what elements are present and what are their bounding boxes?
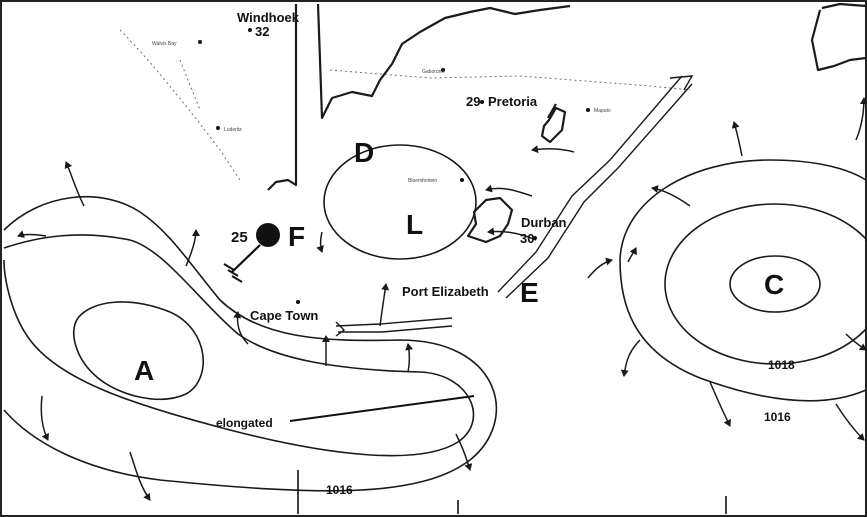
label-e: E (520, 277, 539, 308)
coastline (267, 3, 571, 191)
border-line (179, 59, 201, 111)
wind-arrow (651, 185, 691, 207)
city-port-elizabeth: Port Elizabeth (402, 284, 489, 299)
city-dot (216, 126, 220, 130)
wind-arrow (587, 257, 613, 279)
annotation-elongated: elongated (216, 416, 273, 430)
wind-arrow (405, 343, 414, 373)
high-a-isobar-1016 (3, 195, 497, 492)
label-f: F (288, 221, 305, 252)
high-a-isobar-inner (73, 301, 204, 401)
city-windhoek: Windhoek (237, 10, 300, 25)
isobar-label-left-1016: 1016 (326, 483, 353, 497)
city-gaborone: Gaborone (422, 69, 444, 75)
wind-arrow (129, 451, 151, 501)
low-pressure-isobar (323, 144, 477, 260)
east-coast (547, 103, 557, 119)
city-dot (480, 100, 484, 104)
city-pretoria: Pretoria (488, 94, 538, 109)
lesotho-outline (466, 196, 514, 244)
trough-arrow-line (505, 83, 693, 299)
wind-arrow (709, 381, 731, 427)
label-d: D (354, 137, 374, 168)
trough-arrow-line (497, 75, 683, 293)
wind-arrow (620, 339, 641, 377)
wind-arrow (185, 229, 200, 267)
wind-arrow (64, 161, 85, 207)
city-cape-town: Cape Town (250, 308, 318, 323)
city-dot (460, 178, 464, 182)
station-f-wind-shaft (231, 244, 261, 273)
wind-arrow (835, 403, 865, 441)
high-c-isobar-1018 (664, 203, 867, 365)
isobar-label-right-1016: 1016 (764, 410, 791, 424)
wind-arrow (627, 247, 637, 263)
city-dot (248, 28, 252, 32)
city-durban: Durban (521, 215, 567, 230)
wind-arrow (379, 283, 390, 327)
city-bloemfontein: Bloemfontein (408, 178, 437, 184)
station-f-marker (256, 223, 280, 247)
label-l: L (406, 209, 423, 240)
city-maputo: Maputo (594, 108, 611, 114)
city-walvis-bay: Walvis Bay (152, 41, 177, 47)
city-dot (296, 300, 300, 304)
trough-arrow-line (338, 325, 453, 333)
high-c-isobar-1016 (619, 159, 867, 402)
trough-arrow-line (335, 317, 453, 327)
wind-arrow (531, 145, 575, 154)
city-luderitz: Luderitz (224, 127, 242, 133)
wind-arrow (855, 97, 867, 141)
wind-arrow (731, 121, 743, 157)
label-c: C (764, 269, 784, 300)
wind-arrow (233, 311, 249, 345)
trough-arrowhead (669, 75, 694, 91)
wind-arrow (455, 433, 473, 471)
wind-arrow (40, 395, 49, 441)
trough-arrowhead (335, 321, 346, 337)
city-dot (441, 68, 445, 72)
elongated-pointer (289, 395, 475, 422)
station-f-barb (223, 263, 235, 271)
wind-arrow (485, 184, 533, 197)
wind-arrow (17, 230, 47, 238)
city-dot (586, 108, 590, 112)
wind-arrow (845, 333, 867, 351)
label-a: A (134, 355, 154, 386)
high-a-isobar-middle (3, 234, 475, 457)
madagascar-coast (810, 2, 867, 72)
station-f-barb (231, 275, 243, 283)
station-f-barb (227, 269, 239, 277)
wind-arrow (316, 231, 324, 253)
city-dot (533, 236, 537, 240)
temp-station-f: 25 (231, 229, 248, 246)
temp-windhoek: 32 (255, 24, 269, 39)
high-c-isobar-inner (729, 255, 821, 313)
temp-durban: 30 (520, 231, 534, 246)
wind-arrow (487, 227, 537, 241)
border-line (329, 69, 691, 91)
isobar-label-1018: 1018 (768, 358, 795, 372)
city-dot (198, 40, 202, 44)
temp-pretoria: 29 (466, 94, 480, 109)
border-line (119, 29, 241, 181)
